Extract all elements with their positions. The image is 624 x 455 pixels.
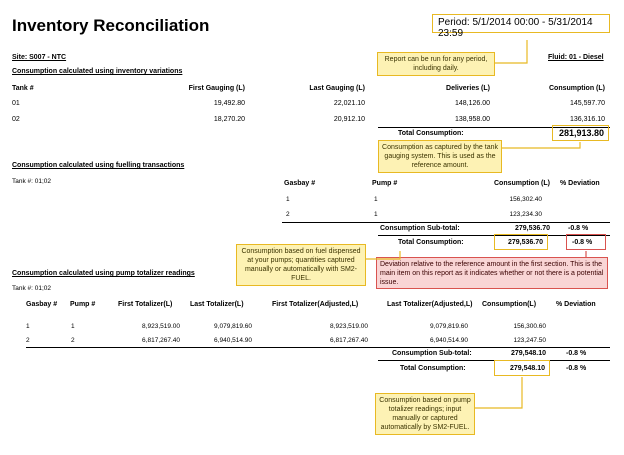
s3-col-gasbay: Gasbay # bbox=[26, 301, 58, 308]
fuel-callout: Consumption based on fuel dispensed at y… bbox=[236, 244, 366, 286]
s2-total-deviation: -0.8 % bbox=[572, 239, 593, 246]
s2-row1-pump: 1 bbox=[374, 196, 378, 203]
s3-tank: Tank #: 01;02 bbox=[12, 285, 52, 292]
totalizer-callout: Consumption based on pump totalizer read… bbox=[375, 393, 475, 435]
s2-row2-gasbay: 2 bbox=[286, 211, 290, 218]
section3-heading: Consumption calculated using pump totali… bbox=[12, 270, 195, 277]
s2-subtotal-label: Consumption Sub-total: bbox=[380, 225, 460, 232]
s3-row2-last-adj: 6,940,514.90 bbox=[430, 337, 468, 344]
s3-subtotal-deviation: -0.8 % bbox=[566, 350, 587, 357]
section2-heading: Consumption calculated using fuelling tr… bbox=[12, 162, 185, 169]
s1-row2-deliveries: 138,958.00 bbox=[454, 116, 490, 123]
s3-col-consumption: Consumption(L) bbox=[482, 301, 537, 308]
s3-subtotal-rule bbox=[26, 347, 610, 348]
s1-row2-consumption: 136,316.10 bbox=[569, 116, 605, 123]
s1-total-rule bbox=[378, 127, 610, 128]
s1-col-tank: Tank # bbox=[12, 85, 34, 92]
s2-total-value: 279,536.70 bbox=[507, 239, 543, 246]
s3-col-pump: Pump # bbox=[70, 301, 96, 308]
s2-row1-gasbay: 1 bbox=[286, 196, 290, 203]
s1-total-value: 281,913.80 bbox=[558, 128, 604, 138]
s1-total-label: Total Consumption: bbox=[398, 130, 464, 137]
s1-total-highlight bbox=[552, 125, 609, 141]
s3-col-first-adjusted: First Totalizer(Adjusted,L) bbox=[272, 301, 359, 308]
s3-row2-first-adj: 6,817,267.40 bbox=[330, 337, 368, 344]
site-label: Site: S007 - NTC bbox=[12, 54, 67, 61]
s1-row1-tank: 01 bbox=[12, 100, 20, 107]
s3-row1-first: 8,923,519.00 bbox=[142, 323, 180, 330]
s3-subtotal-value: 279,548.10 bbox=[510, 350, 546, 357]
s3-row1-gasbay: 1 bbox=[26, 323, 30, 330]
s3-row1-first-adj: 8,923,519.00 bbox=[330, 323, 368, 330]
s1-col-deliveries: Deliveries (L) bbox=[446, 85, 490, 92]
s1-row2-last: 20,912.10 bbox=[333, 116, 365, 123]
s2-col-deviation: % Deviation bbox=[560, 180, 600, 187]
s1-row1-consumption: 145,597.70 bbox=[569, 100, 605, 107]
s3-row1-consumption: 156,300.60 bbox=[513, 323, 546, 330]
s3-row2-first: 6,817,267.40 bbox=[142, 337, 180, 344]
s3-col-first-totalizer: First Totalizer(L) bbox=[118, 301, 173, 308]
reference-callout: Consumption as captured by the tank gaug… bbox=[378, 140, 502, 173]
s3-row2-consumption: 123,247.50 bbox=[513, 337, 546, 344]
s3-total-label: Total Consumption: bbox=[400, 365, 466, 372]
s3-subtotal-label: Consumption Sub-total: bbox=[392, 350, 472, 357]
s1-col-last-gauging: Last Gauging (L) bbox=[309, 85, 365, 92]
s3-col-last-totalizer: Last Totalizer(L) bbox=[190, 301, 244, 308]
s1-row1-last: 22,021.10 bbox=[333, 100, 365, 107]
s3-col-deviation: % Deviation bbox=[556, 301, 596, 308]
s2-deviation-highlight bbox=[566, 234, 606, 250]
s3-row2-pump: 2 bbox=[71, 337, 75, 344]
s2-tank: Tank #: 01;02 bbox=[12, 178, 52, 185]
s3-row1-pump: 1 bbox=[71, 323, 75, 330]
s3-row2-gasbay: 2 bbox=[26, 337, 30, 344]
s2-total-highlight bbox=[494, 234, 548, 250]
s1-row2-first: 18,270.20 bbox=[213, 116, 245, 123]
fluid-label: Fluid: 01 - Diesel bbox=[548, 54, 604, 61]
s2-row2-pump: 1 bbox=[374, 211, 378, 218]
s1-row1-first: 19,492.80 bbox=[213, 100, 245, 107]
s3-row2-last: 6,940,514.90 bbox=[214, 337, 252, 344]
s2-total-label: Total Consumption: bbox=[398, 239, 464, 246]
s2-subtotal-rule bbox=[282, 222, 610, 223]
section1-heading: Consumption calculated using inventory v… bbox=[12, 68, 183, 75]
deviation-callout: Deviation relative to the reference amou… bbox=[376, 257, 608, 289]
s3-total-value: 279,548.10 bbox=[509, 365, 545, 372]
s1-row1-deliveries: 148,126.00 bbox=[454, 100, 490, 107]
s1-col-consumption: Consumption (L) bbox=[549, 85, 605, 92]
s2-col-gasbay: Gasbay # bbox=[284, 180, 316, 187]
s2-col-pump: Pump # bbox=[372, 180, 398, 187]
report-title: Inventory Reconciliation bbox=[12, 16, 210, 35]
s2-row2-consumption: 123,234.30 bbox=[509, 211, 542, 218]
s2-subtotal-value: 279,536.70 bbox=[514, 225, 550, 232]
s3-row1-last: 9,079,819.60 bbox=[214, 323, 252, 330]
s3-total-deviation: -0.8 % bbox=[566, 365, 587, 372]
period-callout: Report can be run for any period, includ… bbox=[377, 52, 495, 76]
s1-col-first-gauging: First Gauging (L) bbox=[188, 85, 245, 92]
s2-subtotal-deviation: -0.8 % bbox=[568, 225, 589, 232]
s3-row1-last-adj: 9,079,819.60 bbox=[430, 323, 468, 330]
s1-row2-tank: 02 bbox=[12, 116, 20, 123]
s3-total-highlight bbox=[494, 360, 550, 376]
period-box: Period: 5/1/2014 00:00 - 5/31/2014 23:59 bbox=[432, 14, 610, 39]
s3-col-last-adjusted: Last Totalizer(Adjusted,L) bbox=[387, 301, 473, 308]
s2-col-consumption: Consumption (L) bbox=[494, 180, 550, 187]
s2-row1-consumption: 156,302.40 bbox=[509, 196, 542, 203]
